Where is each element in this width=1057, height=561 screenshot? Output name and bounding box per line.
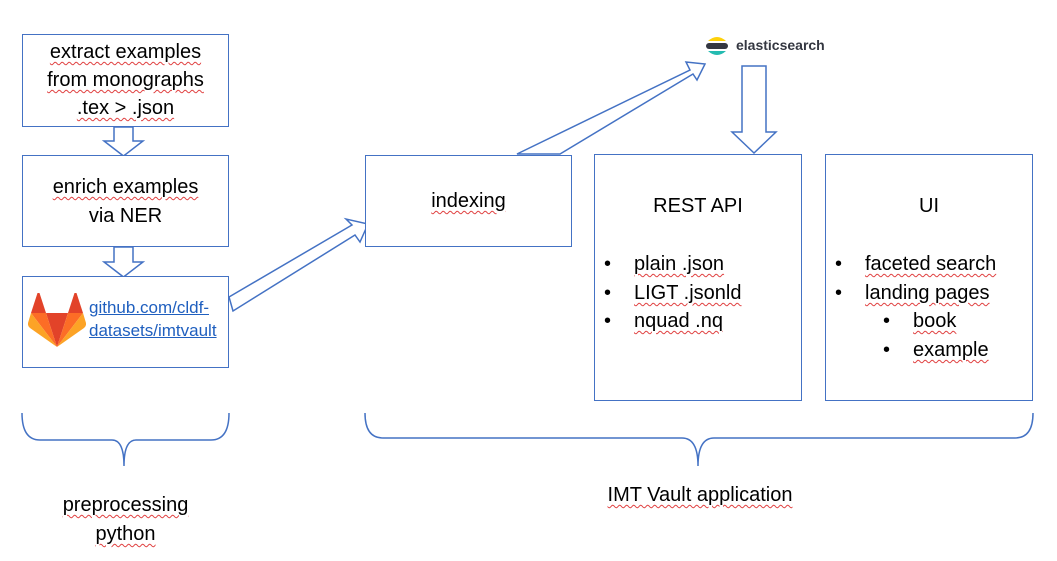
enrich-examples-box: enrich examples via NER xyxy=(22,155,229,247)
ui-subitem-example: example xyxy=(913,339,989,361)
application-label: IMT Vault application xyxy=(607,484,793,506)
indexing-label: indexing xyxy=(431,190,506,212)
github-repo-box: github.com/cldf- datasets/imtvault xyxy=(22,276,229,368)
rest-api-item-json: plain .json xyxy=(634,253,725,275)
ui-box: UI faceted search landing pages book exa… xyxy=(825,154,1033,401)
preprocessing-label: preprocessing xyxy=(62,494,189,516)
down-arrow-elasticsearch-to-api xyxy=(730,65,778,155)
extract-examples-box: extract examples from monographs .tex > … xyxy=(22,34,229,127)
extract-line2: from monographs xyxy=(47,69,204,91)
elasticsearch-logo: elasticsearch xyxy=(705,33,845,59)
extract-line3: .tex > .json xyxy=(76,97,175,119)
rest-api-title: REST API xyxy=(653,195,743,217)
rest-api-item-jsonld: LIGT .jsonld xyxy=(634,282,742,304)
diagonal-arrow-indexing-to-elasticsearch xyxy=(516,61,707,155)
extract-line1: extract examples xyxy=(49,41,202,63)
brace-application xyxy=(364,412,1034,467)
rest-api-item-nq: nquad .nq xyxy=(634,310,723,332)
github-link-line1[interactable]: github.com/cldf- xyxy=(89,298,209,317)
enrich-line2: via NER xyxy=(88,205,163,227)
brace-preprocessing xyxy=(21,412,230,467)
indexing-box: indexing xyxy=(365,155,572,247)
gitlab-icon xyxy=(28,293,86,347)
down-arrow-extract-to-enrich xyxy=(101,126,146,157)
down-arrow-enrich-to-github xyxy=(101,246,146,278)
elasticsearch-label: elasticsearch xyxy=(736,37,825,53)
ui-subitem-book: book xyxy=(913,310,957,332)
ui-item-faceted-search: faceted search xyxy=(865,253,997,275)
ui-title: UI xyxy=(919,195,939,217)
github-link-line2[interactable]: datasets/imtvault xyxy=(89,321,217,340)
enrich-line1: enrich examples xyxy=(52,176,199,198)
rest-api-box: REST API plain .json LIGT .jsonld nquad … xyxy=(594,154,802,401)
diagonal-arrow-github-to-indexing xyxy=(228,217,370,313)
python-label: python xyxy=(95,523,156,545)
elasticsearch-icon xyxy=(706,37,728,55)
ui-item-landing-pages: landing pages xyxy=(865,282,990,304)
